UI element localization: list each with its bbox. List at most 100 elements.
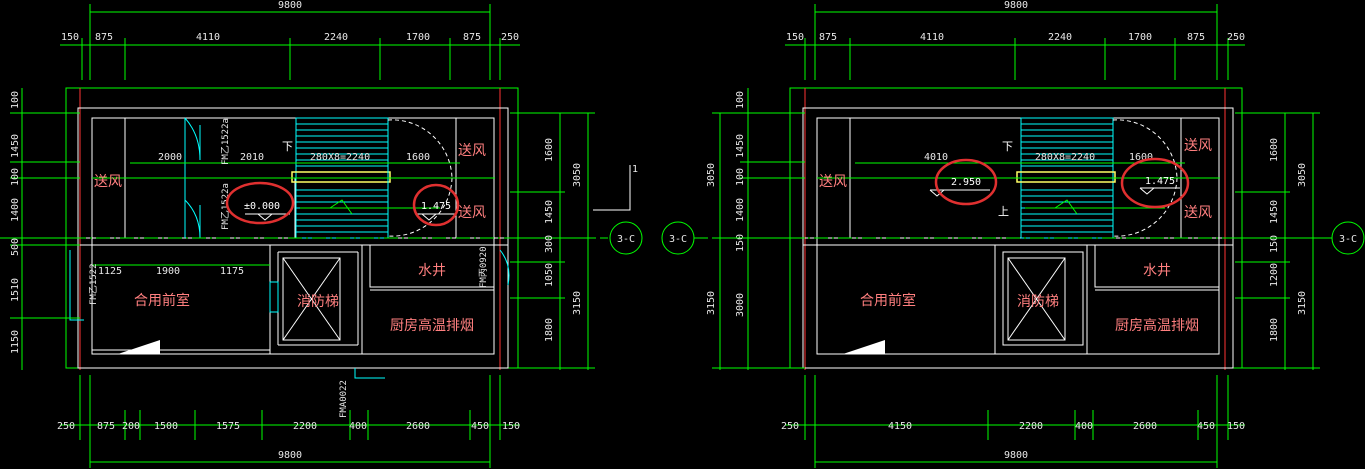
room-kitchen-exhaust: 厨房高温排烟 bbox=[390, 317, 474, 334]
top-dim: 4110 bbox=[920, 32, 944, 43]
bottom-dim: 400 bbox=[1075, 421, 1093, 432]
right-dimensions-left: 1600 1450 300 1050 1800 3050 3150 bbox=[510, 112, 595, 370]
top-dimensions-right: 9800 150 875 4110 2240 1700 875 250 bbox=[785, 0, 1245, 80]
inner-dimensions-left: 2000 2010 280X8=2240 1600 1125 1900 1175 bbox=[92, 152, 495, 277]
inner-dim: 280X8=2240 bbox=[1035, 152, 1095, 163]
top-total-dim: 9800 bbox=[1004, 0, 1028, 11]
room-air-supply: 送风 bbox=[458, 143, 486, 159]
top-dim: 2240 bbox=[1048, 32, 1072, 43]
right-dim: 1600 bbox=[544, 138, 555, 162]
highlight-circle bbox=[1120, 157, 1190, 209]
right-dimensions-right: 1600 1450 150 1200 1800 3050 3150 bbox=[1235, 112, 1320, 370]
level-value: 1.475 bbox=[421, 201, 451, 212]
door-tag: FM乙1522a bbox=[220, 183, 231, 230]
axis-bubble bbox=[1331, 221, 1365, 255]
room-air-supply: 送风 bbox=[819, 174, 847, 190]
left-dim: 1450 bbox=[10, 134, 21, 158]
highlight-circle bbox=[225, 181, 295, 225]
right-dim: 1450 bbox=[1269, 200, 1280, 224]
bottom-dim: 450 bbox=[1197, 421, 1215, 432]
bottom-dim: 200 bbox=[122, 421, 140, 432]
door-tag: FM乙1522 bbox=[88, 263, 99, 305]
bottom-dim: 450 bbox=[471, 421, 489, 432]
top-dim: 1700 bbox=[1128, 32, 1152, 43]
axis-bubble bbox=[661, 221, 695, 255]
right-dim: 1450 bbox=[544, 200, 555, 224]
left-dim: 1510 bbox=[10, 278, 21, 302]
bottom-total-dim: 9800 bbox=[1004, 450, 1028, 461]
left-dim: 100 bbox=[735, 168, 746, 186]
door-tag: FM乙1522a bbox=[220, 118, 231, 165]
bottom-dim: 2200 bbox=[293, 421, 317, 432]
bottom-dimensions-right: 250 4150 2200 400 2600 450 150 9800 bbox=[781, 375, 1245, 468]
right-dim: 150 bbox=[1269, 235, 1280, 253]
left-dim: 1150 bbox=[10, 330, 21, 354]
left-dim: 100 bbox=[10, 168, 21, 186]
inner-dim: 2000 bbox=[158, 152, 182, 163]
bottom-dim: 250 bbox=[57, 421, 75, 432]
basin-symbol bbox=[118, 340, 160, 354]
room-water-shaft: 水井 bbox=[1143, 263, 1171, 279]
inner-dim: 2010 bbox=[240, 152, 264, 163]
level-value: ±0.000 bbox=[244, 201, 280, 212]
inner-dim: 1125 bbox=[98, 266, 122, 277]
left-dimensions-left: 100 1450 100 1400 500 1510 1150 bbox=[10, 88, 80, 370]
doors-left bbox=[69, 117, 510, 379]
inner-dim: 1175 bbox=[220, 266, 244, 277]
axis-label: 3-C bbox=[669, 234, 687, 245]
room-kitchen-exhaust: 厨房高温排烟 bbox=[1115, 317, 1199, 334]
top-dimensions-left: 9800 150 875 4110 2240 1700 875 250 bbox=[60, 0, 520, 80]
bottom-dim: 4150 bbox=[888, 421, 912, 432]
bottom-dim: 2200 bbox=[1019, 421, 1043, 432]
top-dim: 875 bbox=[463, 32, 481, 43]
stair-down-label: 下 bbox=[1002, 140, 1013, 153]
bottom-dim: 1500 bbox=[154, 421, 178, 432]
plan-right: 9800 150 875 4110 2240 1700 875 250 bbox=[661, 0, 1365, 468]
bottom-dim: 2600 bbox=[406, 421, 430, 432]
left-dimensions-right: 100 1450 100 1400 150 3000 3050 3150 bbox=[706, 88, 805, 370]
right-dim: 3150 bbox=[1297, 291, 1308, 315]
right-dim: 3050 bbox=[1297, 163, 1308, 187]
left-dim: 100 bbox=[10, 91, 21, 109]
level-marks-right: 2.950 1.475 bbox=[929, 157, 1190, 209]
bottom-dim: 250 bbox=[781, 421, 799, 432]
top-dim: 1700 bbox=[406, 32, 430, 43]
right-dim: 1200 bbox=[1269, 263, 1280, 287]
room-water-shaft: 水井 bbox=[418, 263, 446, 279]
bottom-dim: 150 bbox=[1227, 421, 1245, 432]
top-dim: 875 bbox=[95, 32, 113, 43]
stair-up-label: 上 bbox=[998, 205, 1009, 218]
inner-dim: 280X8=2240 bbox=[310, 152, 370, 163]
room-air-supply: 送风 bbox=[458, 205, 486, 221]
section-mark: 1 bbox=[632, 164, 638, 175]
right-dim: 300 bbox=[544, 235, 555, 253]
highlight-circle bbox=[412, 183, 460, 227]
bottom-dimensions-left: 250 875 200 1500 1575 2200 400 2600 450 … bbox=[57, 375, 520, 468]
top-dim: 875 bbox=[819, 32, 837, 43]
right-dim: 3050 bbox=[572, 163, 583, 187]
right-dim: 3150 bbox=[572, 291, 583, 315]
top-dim: 250 bbox=[1227, 32, 1245, 43]
left-dim: 3150 bbox=[706, 291, 717, 315]
bottom-dim: 1575 bbox=[216, 421, 240, 432]
top-dim: 4110 bbox=[196, 32, 220, 43]
right-dim: 1800 bbox=[544, 318, 555, 342]
inner-dim: 1600 bbox=[1129, 152, 1153, 163]
inner-dim: 4010 bbox=[924, 152, 948, 163]
left-dim: 3050 bbox=[706, 163, 717, 187]
level-value: 1.475 bbox=[1145, 176, 1175, 187]
plan-left: 9800 150 875 4110 2240 1700 875 250 bbox=[0, 0, 643, 468]
left-dim: 1450 bbox=[735, 134, 746, 158]
right-dim: 1800 bbox=[1269, 318, 1280, 342]
inner-dim: 1600 bbox=[406, 152, 430, 163]
stair-down-label: 下 bbox=[282, 140, 293, 153]
bottom-dim: 2600 bbox=[1133, 421, 1157, 432]
axis-bubble bbox=[609, 221, 643, 255]
right-dim: 1600 bbox=[1269, 138, 1280, 162]
stairs-left: 下 bbox=[282, 117, 453, 239]
left-dim: 3000 bbox=[735, 293, 746, 317]
highlight-circle bbox=[934, 158, 998, 206]
axis-label: 3-C bbox=[617, 234, 635, 245]
top-total-dim: 9800 bbox=[278, 0, 302, 11]
